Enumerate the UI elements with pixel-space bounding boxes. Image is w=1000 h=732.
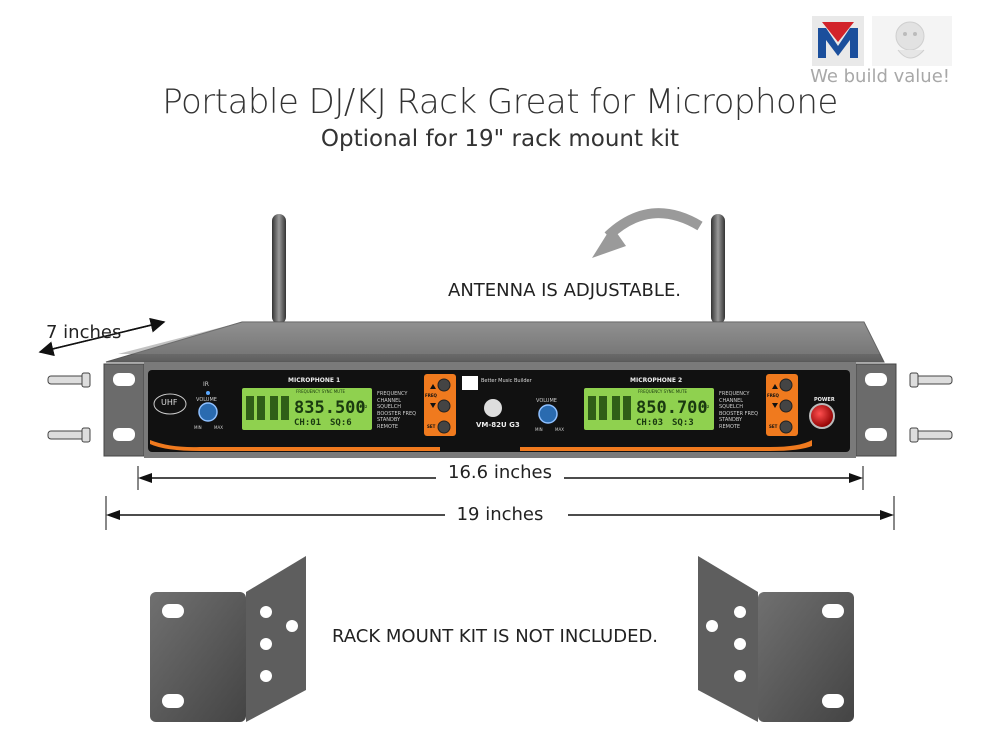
- rack-bracket-right: [698, 556, 854, 722]
- brand-label: Better Music Builder: [481, 378, 532, 384]
- frequency-display-2: 850.700: [636, 398, 708, 418]
- antenna-right: [711, 214, 725, 324]
- logo-tagline: We build value!: [810, 66, 950, 87]
- lcd-tab-1: FREQUENCY SYNC MUTE: [296, 389, 346, 394]
- antenna-note: ANTENNA IS ADJUSTABLE.: [448, 280, 682, 301]
- mv-logo-icon: [812, 16, 952, 66]
- min-label-1: MIN: [194, 425, 202, 430]
- inner-width-dimension: 16.6 inches: [0, 462, 1000, 483]
- freq-button-label-1: FREQ: [425, 393, 437, 398]
- set-button-label-2: SET: [769, 424, 778, 429]
- channel-name-1: MICROPHONE 1: [288, 377, 341, 384]
- channel-name-2: MICROPHONE 2: [630, 377, 683, 384]
- max-label-1: MAX: [214, 425, 223, 430]
- model-label: VM-82U G3: [476, 421, 520, 429]
- outer-width-dimension: 19 inches: [0, 504, 1000, 525]
- logo: [812, 14, 952, 74]
- volume-label-1: VOLUME: [196, 397, 217, 403]
- rack-kit-note: RACK MOUNT KIT IS NOT INCLUDED.: [332, 626, 659, 647]
- ir-label: IR: [203, 381, 209, 388]
- set-button-label-1: SET: [427, 424, 436, 429]
- screw-icon: [47, 372, 953, 443]
- page-subtitle: Optional for 19" rack mount kit: [320, 126, 680, 152]
- lcd-tab-2: FREQUENCY SYNC MUTE: [638, 389, 688, 394]
- page-title: Portable DJ/KJ Rack Great for Microphone: [162, 82, 838, 122]
- channel-display-2: CH:03: [636, 418, 664, 428]
- freq-button-label-2: FREQ: [767, 393, 779, 398]
- mhz-unit-2: MHz: [702, 404, 710, 409]
- min-label-2: MIN: [535, 427, 543, 432]
- max-label-2: MAX: [555, 427, 564, 432]
- uhf-badge: UHF: [161, 398, 178, 407]
- squelch-display-1: SQ:6: [330, 418, 352, 428]
- channel-display-1: CH:01: [294, 418, 322, 428]
- frequency-display-1: 835.500: [294, 398, 366, 418]
- outer-width-label: 19 inches: [444, 504, 556, 525]
- inner-width-label: 16.6 inches: [436, 462, 564, 483]
- power-label: POWER: [814, 397, 835, 403]
- squelch-display-2: SQ:3: [672, 418, 694, 428]
- curved-arrow-icon: [604, 208, 703, 240]
- depth-dimension-label: 7 inches: [46, 322, 122, 343]
- antenna-left: [272, 214, 286, 324]
- mhz-unit-1: MHz: [360, 404, 368, 409]
- rack-bracket-left: [150, 556, 306, 722]
- volume-label-2: VOLUME: [536, 398, 557, 404]
